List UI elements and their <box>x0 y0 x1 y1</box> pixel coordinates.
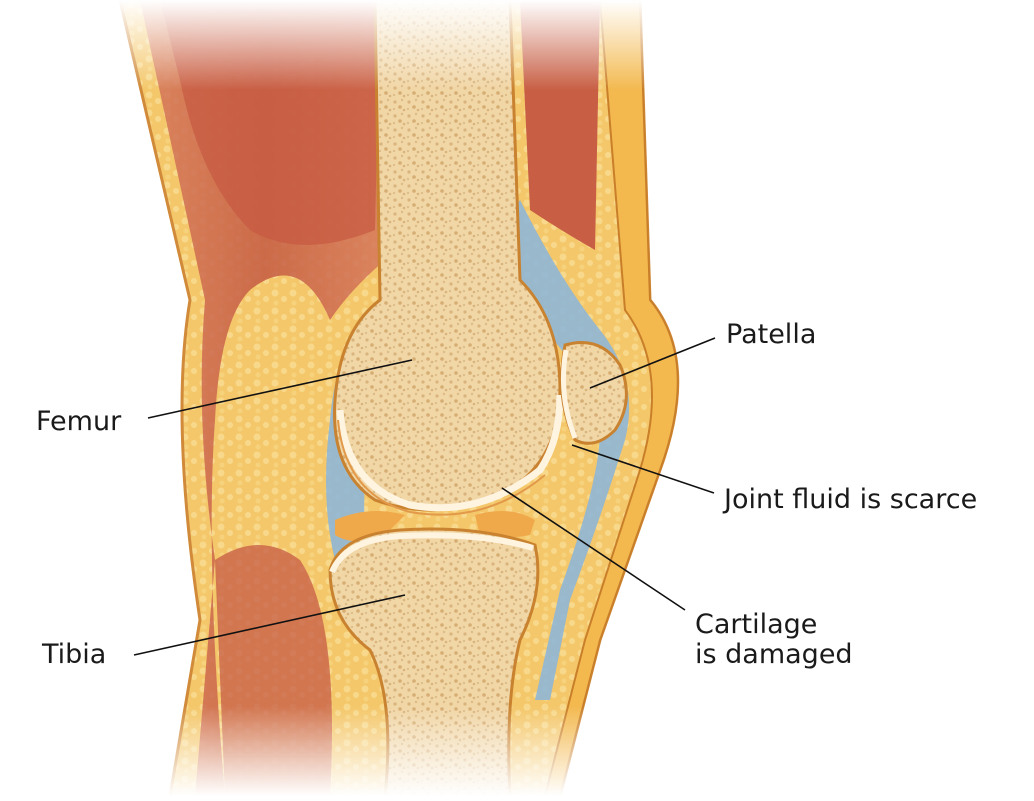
patella-label: Patella <box>726 320 816 350</box>
cartilage-label-line1: Cartilage <box>695 610 853 640</box>
femur-label: Femur <box>36 407 121 437</box>
cartilage-label-line2: is damaged <box>695 640 853 670</box>
joint-fluid-label: Joint fluid is scarce <box>724 485 977 515</box>
bottom-fade <box>0 706 1034 796</box>
cartilage-label: Cartilage is damaged <box>695 610 853 670</box>
top-fade <box>0 0 1034 90</box>
tibia-label: Tibia <box>42 640 106 670</box>
